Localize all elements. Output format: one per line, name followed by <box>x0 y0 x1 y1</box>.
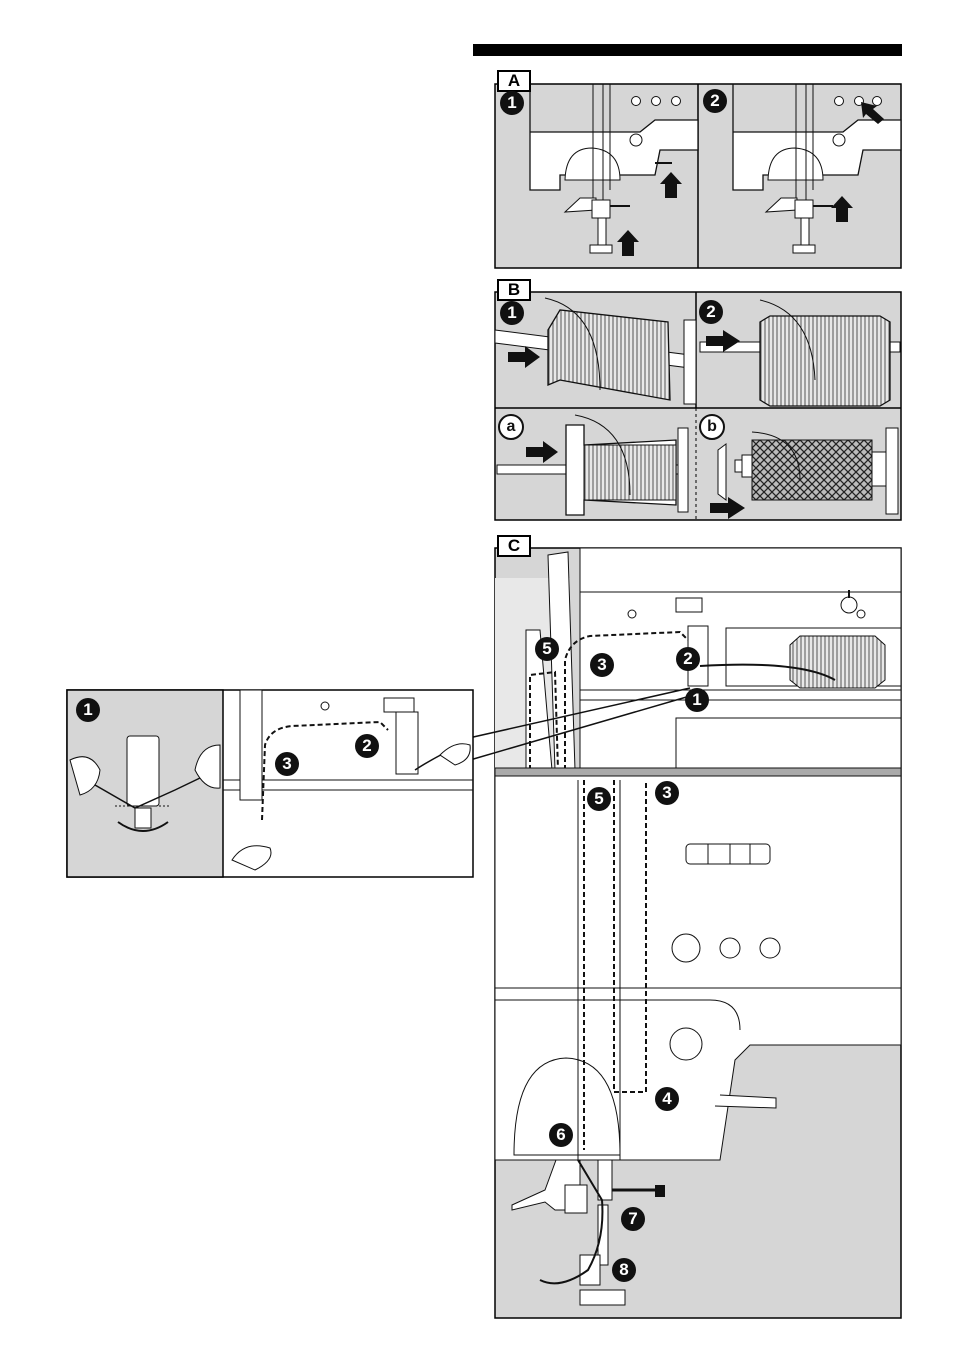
step-number: 1 <box>500 301 524 325</box>
step-number: 7 <box>621 1207 645 1231</box>
panel-label-a: A <box>497 70 531 92</box>
step-number: 2 <box>703 89 727 113</box>
panel-b <box>495 292 901 520</box>
step-number: 2 <box>699 300 723 324</box>
step-number: 6 <box>549 1123 573 1147</box>
detail-inset <box>67 690 473 877</box>
panel-a <box>495 84 901 268</box>
step-number: 2 <box>355 734 379 758</box>
panel-label-b: B <box>497 279 531 301</box>
step-number: 1 <box>500 91 524 115</box>
step-number: 5 <box>587 787 611 811</box>
step-number: 8 <box>612 1258 636 1282</box>
panel-label-c: C <box>497 535 531 557</box>
step-number: 4 <box>655 1087 679 1111</box>
step-number: 1 <box>76 698 100 722</box>
variant-label: b <box>699 414 725 440</box>
step-number: 1 <box>685 688 709 712</box>
step-number: 3 <box>590 653 614 677</box>
step-number: 3 <box>655 781 679 805</box>
variant-label: a <box>498 414 524 440</box>
step-number: 3 <box>275 752 299 776</box>
step-number: 5 <box>535 637 559 661</box>
step-number: 2 <box>676 647 700 671</box>
